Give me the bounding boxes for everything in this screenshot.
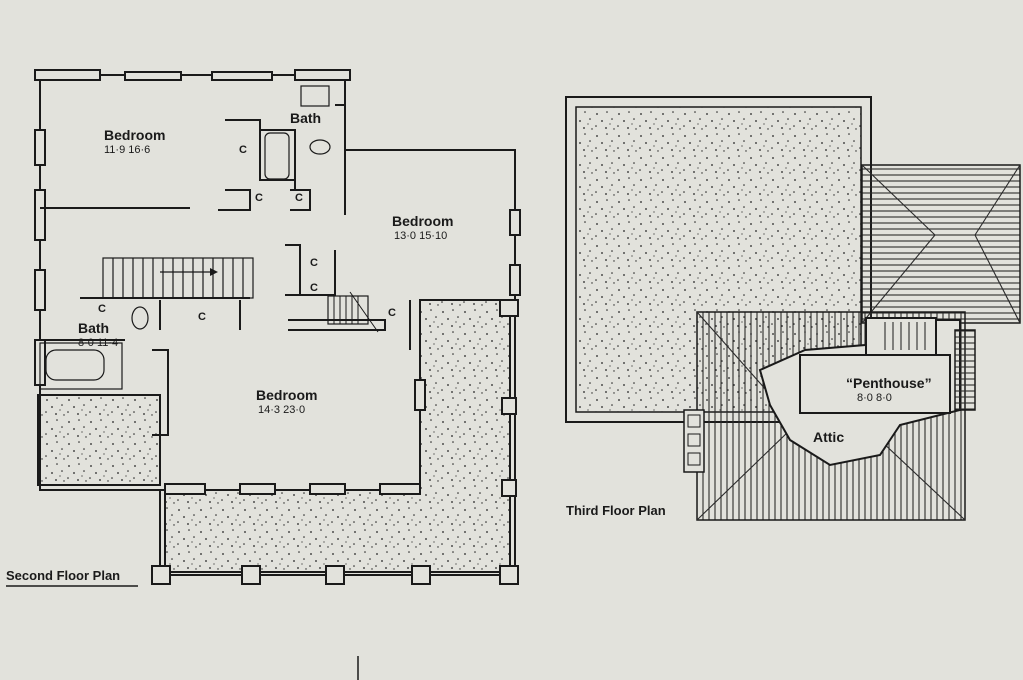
hip-roof-lower	[683, 311, 976, 521]
closet-label: C	[255, 192, 263, 204]
room-name-bedroom-ne: Bedroom	[392, 213, 453, 229]
sink-upper	[300, 85, 330, 107]
room-name-bath-upper: Bath	[290, 110, 321, 126]
main-staircase	[102, 257, 254, 299]
bathtub-lower	[39, 342, 123, 390]
room-name-bath-lower: Bath	[78, 320, 109, 336]
room-dims-bedroom-ne: 13·0 15·10	[394, 230, 447, 242]
room-dims-bath-lower: 8·0 11·4	[78, 337, 118, 349]
exterior-walls	[34, 69, 521, 585]
penthouse-room	[799, 354, 951, 414]
porch-south-east-deck	[164, 299, 511, 573]
closet-label: C	[98, 303, 106, 315]
bathtub-upper	[264, 132, 290, 180]
room-dims-penthouse: 8·0 8·0	[857, 392, 892, 404]
toilet-upper	[309, 139, 331, 155]
third-floor-caption: Third Floor Plan	[566, 503, 666, 518]
room-dims-bedroom-nw: 11·9 16·6	[104, 144, 150, 156]
room-name-penthouse: “Penthouse”	[846, 375, 932, 391]
closet-label: C	[198, 311, 206, 323]
second-floor-plan: C C C C C C C C Bedroom 11·9 16·6 Bath B…	[6, 69, 521, 587]
attic-staircase	[327, 291, 379, 333]
porch-west-deck	[37, 394, 161, 486]
bath-fixtures	[39, 85, 331, 390]
room-name-bedroom-south: Bedroom	[256, 387, 317, 403]
second-floor-caption: Second Floor Plan	[6, 568, 120, 583]
closet-labels: C C C C C C C C	[98, 144, 396, 323]
toilet-lower	[131, 306, 149, 330]
closet-label: C	[239, 144, 247, 156]
room-dims-bedroom-south: 14·3 23·0	[258, 404, 305, 416]
closet-label: C	[310, 257, 318, 269]
room-name-attic: Attic	[813, 429, 844, 445]
closet-label: C	[295, 192, 303, 204]
closet-label: C	[388, 307, 396, 319]
interior-walls	[40, 104, 411, 436]
third-floor-plan: “Penthouse” 8·0 8·0 Attic Third Floor Pl…	[565, 96, 1021, 521]
room-name-bedroom-nw: Bedroom	[104, 127, 165, 143]
hip-roof-upper	[861, 164, 1021, 324]
closet-label: C	[310, 282, 318, 294]
